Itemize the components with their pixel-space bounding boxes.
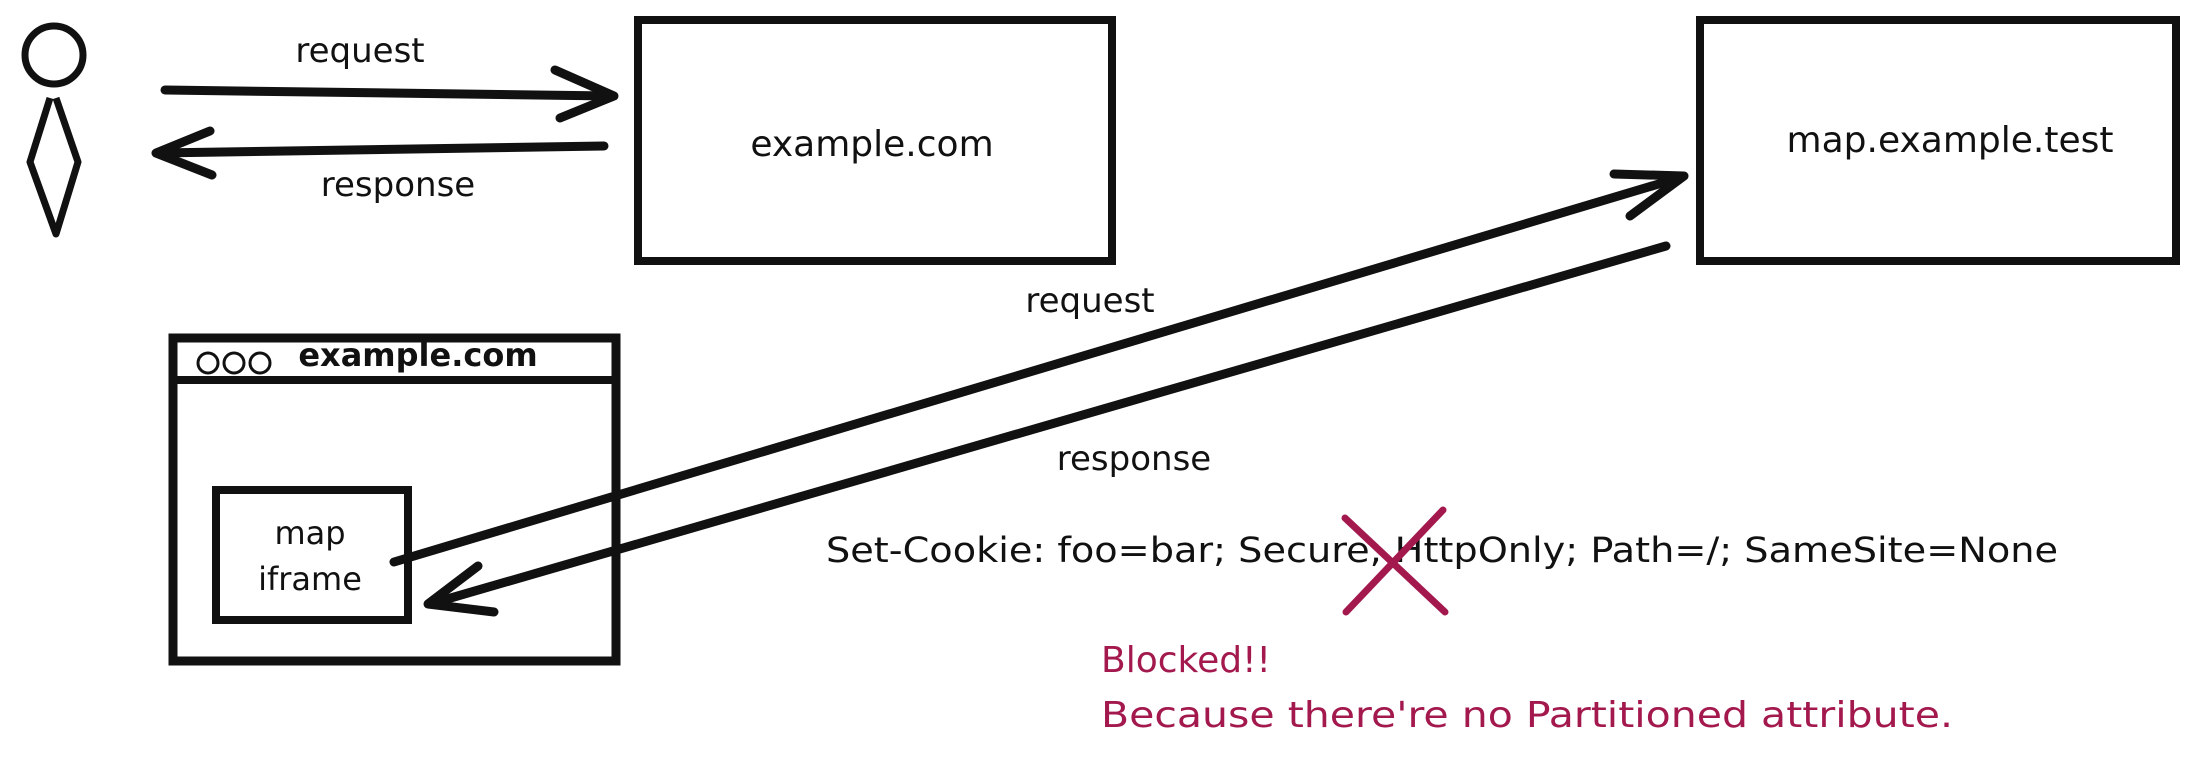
user-response-arrow (151, 126, 609, 180)
iframe-response-arrow (423, 241, 1671, 617)
user-request-label: request (295, 31, 424, 71)
third-party-server-label: map.example.test (1787, 120, 2114, 161)
browser-window: example.com map iframe (168, 333, 621, 666)
iframe-label-line2: iframe (258, 560, 362, 598)
blocked-reason: Because there're no Partitioned attribut… (1101, 695, 1953, 736)
third-party-server-box (1696, 16, 2180, 265)
iframe-label-line1: map (274, 514, 345, 552)
window-controls-icon (196, 351, 272, 375)
first-party-server-label: example.com (750, 124, 993, 165)
first-party-server-box (634, 16, 1116, 265)
iframe-box (212, 486, 412, 624)
blocked-title: Blocked!! (1101, 640, 1271, 681)
user-response-label: response (321, 165, 475, 205)
iframe-response-label: response (1057, 439, 1211, 479)
user-request-arrow (160, 65, 619, 123)
blocked-cross-icon (1341, 506, 1449, 616)
browser-window-title: example.com (298, 336, 537, 374)
iframe-request-label: request (1025, 281, 1154, 321)
iframe-request-arrow (389, 169, 1689, 567)
user-figure-icon (21, 22, 87, 238)
set-cookie-header: Set-Cookie: foo=bar; Secure; HttpOnly; P… (826, 531, 2058, 571)
